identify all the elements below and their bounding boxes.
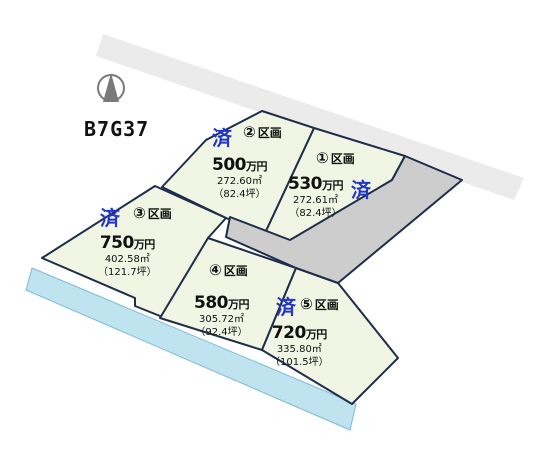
lot-3-info: 750万円 402.58㎡ （121.7坪） — [98, 233, 157, 279]
public-road — [96, 34, 524, 200]
lot-label: 区画 — [223, 264, 248, 278]
sold-mark-lot-5: 済 — [276, 295, 296, 319]
map-code: B7G37 — [84, 117, 150, 141]
lot-area-tsubo: （121.7坪） — [98, 267, 157, 278]
private-road — [225, 155, 463, 284]
lot-price-unit: 万円 — [228, 298, 250, 311]
lot-price-unit: 万円 — [246, 160, 268, 173]
sold-mark-lot-1: 済 — [351, 178, 371, 202]
north-arrow-icon — [97, 73, 125, 102]
lot-price-unit: 万円 — [322, 179, 344, 192]
lot-label: 区画 — [330, 152, 355, 166]
lot-number: ② — [243, 123, 256, 141]
lot-area-tsubo: （82.4坪） — [289, 208, 342, 219]
lot-2-info: 500万円 272.60㎡ （82.4坪） — [212, 155, 268, 201]
lot-1-info: 530万円 272.61㎡ （82.4坪） — [288, 174, 344, 220]
lot-label: 区画 — [257, 126, 282, 140]
lot-label: 区画 — [147, 207, 172, 221]
lot-label: 区画 — [314, 298, 339, 312]
lot-4-info: 580万円 305.72㎡ （92.4坪） — [194, 293, 250, 339]
lot-area-sqm: 272.61㎡ — [293, 195, 338, 206]
lot-price: 580 — [194, 293, 229, 313]
lot-area-sqm: 335.80㎡ — [276, 344, 322, 355]
lot-price: 720 — [271, 323, 307, 343]
lot-number: ④ — [209, 261, 222, 279]
lot-price: 750 — [99, 233, 135, 253]
lot-area-sqm: 402.58㎡ — [104, 254, 150, 265]
lot-area-sqm: 305.72㎡ — [199, 314, 244, 325]
lot-price: 530 — [288, 174, 323, 194]
lot-area-sqm: 272.60㎡ — [217, 176, 262, 187]
lot-area-tsubo: （92.4坪） — [195, 327, 248, 338]
sold-mark-lot-3: 済 — [100, 206, 120, 230]
lot-number: ① — [316, 149, 329, 167]
lot-number: ③ — [133, 204, 146, 222]
waterway — [25, 267, 357, 431]
lot-price-unit: 万円 — [305, 328, 328, 341]
sold-mark-lot-2: 済 — [212, 126, 232, 150]
lot-area-tsubo: （82.4坪） — [213, 189, 266, 200]
lot-price: 500 — [212, 155, 247, 175]
lot-area-tsubo: （101.5坪） — [270, 357, 329, 368]
lot-number: ⑤ — [300, 295, 313, 313]
lot-price-unit: 万円 — [133, 238, 156, 251]
lot-5-info: 720万円 335.80㎡ （101.5坪） — [270, 323, 329, 369]
